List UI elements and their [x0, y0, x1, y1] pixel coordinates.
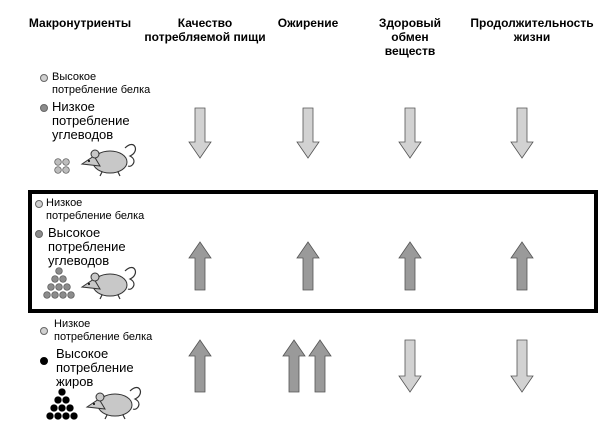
arrow-up-icon: [296, 241, 320, 291]
mouse-icon: [80, 143, 137, 177]
row2-second-sub1: потребление: [48, 239, 126, 254]
arrow-down-icon: [398, 339, 422, 393]
food-pellet-icon: [54, 396, 62, 404]
food-pellet-icon: [70, 412, 78, 420]
food-pellet-icon: [62, 412, 70, 420]
carb-dot-icon: [40, 104, 48, 112]
food-pellet-icon: [47, 283, 55, 291]
row2-second-sub2: углеводов: [48, 253, 110, 268]
header-lifespan: Продолжительность жизни: [470, 16, 594, 44]
row1-second-sub1: потребление: [52, 113, 130, 128]
header-food-intake: Качество потребляемой пищи: [144, 16, 266, 44]
arrow-down-icon: [188, 107, 212, 159]
food-pellet-icon: [62, 166, 70, 174]
arrow-down-icon: [510, 339, 534, 393]
arrow-down-icon: [296, 107, 320, 159]
arrow-up-icon: [308, 339, 332, 393]
row2-protein-sub: потребление белка: [46, 210, 145, 222]
highlight-box: [28, 190, 598, 313]
fat-dot-icon: [40, 357, 48, 365]
header-metabolism: Здоровый обмен веществ: [378, 16, 442, 58]
header-obesity: Ожирение: [277, 16, 339, 30]
food-pellet-icon: [59, 275, 67, 283]
arrow-down-icon: [398, 107, 422, 159]
food-pellet-icon: [54, 412, 62, 420]
food-pellet-icon: [62, 396, 70, 404]
carb-dot-icon: [35, 230, 43, 238]
row3-protein-sub: потребление белка: [54, 331, 153, 343]
row3-second-sub2: жиров: [56, 374, 94, 389]
row3-protein-level: Низкое: [54, 318, 91, 330]
food-pellet-icon: [46, 412, 54, 420]
protein-dot-icon: [40, 74, 48, 82]
arrow-up-icon: [510, 241, 534, 291]
row1-second-sub2: углеводов: [52, 127, 114, 142]
protein-dot-icon: [35, 200, 43, 208]
mouse-icon: [85, 386, 142, 420]
mouse-icon: [80, 266, 137, 300]
food-pellet-icon: [59, 291, 67, 299]
food-pellet-icon: [58, 404, 66, 412]
arrow-down-icon: [510, 107, 534, 159]
food-pellet-icon: [66, 404, 74, 412]
food-pellet-icon: [67, 291, 75, 299]
row2-second-level: Высокое: [48, 225, 101, 240]
row1-protein-sub: потребление белка: [52, 84, 151, 96]
food-pellet-icon: [63, 283, 71, 291]
arrow-up-icon: [398, 241, 422, 291]
food-pellet-icon: [58, 388, 66, 396]
row2-protein-level: Низкое: [46, 197, 83, 209]
arrow-up-icon: [282, 339, 306, 393]
food-pellet-icon: [54, 166, 62, 174]
header-macronutrients: Макронутриенты: [28, 16, 132, 30]
food-pellet-icon: [55, 267, 63, 275]
row3-second-sub1: потребление: [56, 360, 134, 375]
arrow-up-icon: [188, 339, 212, 393]
row1-second-level: Низкое: [52, 99, 95, 114]
food-pellet-icon: [50, 404, 58, 412]
food-pellet-icon: [54, 158, 62, 166]
arrow-up-icon: [188, 241, 212, 291]
row3-second-level: Высокое: [56, 346, 109, 361]
protein-dot-icon: [40, 327, 48, 335]
food-pellet-icon: [43, 291, 51, 299]
food-pellet-icon: [55, 283, 63, 291]
row1-protein-level: Высокое: [52, 71, 97, 83]
food-pellet-icon: [51, 275, 59, 283]
food-pellet-icon: [51, 291, 59, 299]
food-pellet-icon: [62, 158, 70, 166]
